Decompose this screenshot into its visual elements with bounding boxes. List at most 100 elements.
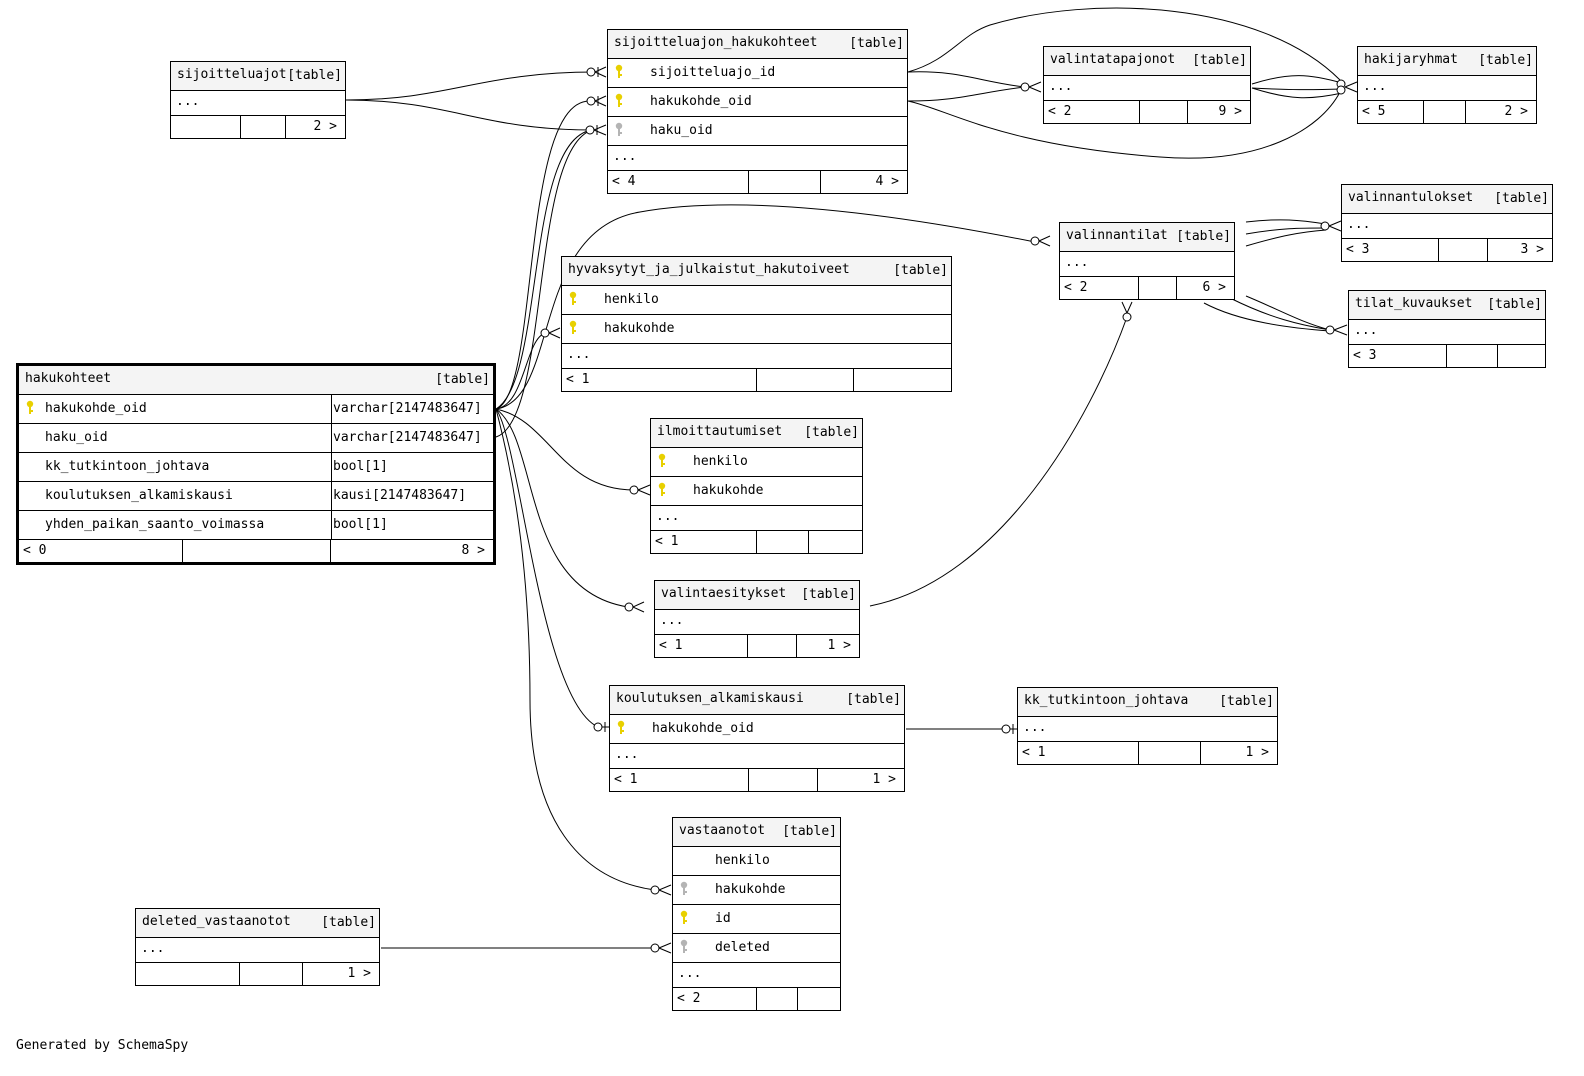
- column-name: hakukohde: [715, 882, 786, 897]
- table-hyvaksytyt-ja-julkaistut-hakutoiveet[interactable]: hyvaksytyt_ja_julkaistut_hakutoiveet[tab…: [561, 256, 952, 392]
- parent-count[interactable]: < 1: [566, 372, 590, 387]
- footer-divider: [182, 540, 183, 562]
- child-count[interactable]: 3 >: [1520, 242, 1544, 257]
- table-header: valintatapajonot[table]: [1044, 47, 1250, 76]
- column-name: haku_oid: [45, 430, 108, 445]
- column-row[interactable]: henkilo: [651, 448, 862, 477]
- parent-count[interactable]: < 2: [1048, 104, 1072, 119]
- footer-divider: [1187, 101, 1188, 123]
- parent-count[interactable]: < 1: [614, 772, 638, 787]
- child-count[interactable]: 4 >: [875, 174, 899, 189]
- table-header: kk_tutkintoon_johtava[table]: [1018, 688, 1277, 717]
- more-columns-text: ...: [141, 941, 165, 956]
- column-type: varchar[2147483647]: [333, 401, 482, 416]
- parent-count[interactable]: < 2: [1064, 280, 1088, 295]
- more-columns-text: ...: [176, 94, 200, 109]
- child-count[interactable]: 1 >: [827, 638, 851, 653]
- table-hakijaryhmat[interactable]: hakijaryhmat[table]... < 5 2 >: [1357, 46, 1537, 124]
- table-kind: [table]: [1192, 53, 1247, 68]
- child-count[interactable]: 2 >: [313, 119, 337, 134]
- footer-divider: [1497, 345, 1498, 367]
- more-columns-row: ...: [171, 91, 345, 116]
- generator-credit: Generated by SchemaSpy: [16, 1038, 189, 1053]
- more-columns-text: ...: [1023, 720, 1047, 735]
- primary-key-icon: [657, 482, 667, 498]
- child-count[interactable]: 9 >: [1218, 104, 1242, 119]
- child-count[interactable]: 2 >: [1504, 104, 1528, 119]
- child-count[interactable]: 8 >: [461, 543, 485, 558]
- parent-count[interactable]: < 2: [677, 991, 701, 1006]
- column-type: bool[1]: [333, 459, 388, 474]
- table-sijoitteluajot[interactable]: sijoitteluajot[table]...2 >: [170, 61, 346, 139]
- footer-divider: [1176, 277, 1177, 299]
- column-type: varchar[2147483647]: [333, 430, 482, 445]
- child-count[interactable]: 1 >: [872, 772, 896, 787]
- column-divider: [331, 453, 332, 481]
- footer-divider: [1139, 101, 1140, 123]
- table-kind: [table]: [1494, 191, 1549, 206]
- parent-count[interactable]: < 4: [612, 174, 636, 189]
- column-row[interactable]: hakukohde: [673, 876, 840, 905]
- column-divider: [331, 395, 332, 423]
- table-header: hakijaryhmat[table]: [1358, 47, 1536, 76]
- column-row[interactable]: hakukohde_oid: [608, 88, 907, 117]
- table-sijoitteluajon-hakukohteet[interactable]: sijoitteluajon_hakukohteet[table]sijoitt…: [607, 29, 908, 194]
- table-kk-tutkintoon-johtava[interactable]: kk_tutkintoon_johtava[table]... < 1 1 >: [1017, 687, 1278, 765]
- foreign-key-icon: [614, 122, 624, 138]
- primary-key-icon: [679, 910, 689, 926]
- footer-divider: [796, 635, 797, 657]
- column-name: yhden_paikan_saanto_voimassa: [45, 517, 265, 532]
- parent-count[interactable]: < 1: [1022, 745, 1046, 760]
- child-count[interactable]: 1 >: [347, 966, 371, 981]
- parent-count[interactable]: < 1: [655, 534, 679, 549]
- table-header: ilmoittautumiset[table]: [651, 419, 862, 448]
- column-row[interactable]: hakukohde_oid: [610, 715, 904, 744]
- table-header: sijoitteluajon_hakukohteet[table]: [608, 30, 907, 59]
- child-count[interactable]: 1 >: [1245, 745, 1269, 760]
- column-row[interactable]: haku_oid varchar[2147483647]: [19, 424, 493, 453]
- column-name: henkilo: [693, 454, 748, 469]
- parent-count[interactable]: < 3: [1346, 242, 1370, 257]
- child-count[interactable]: 6 >: [1202, 280, 1226, 295]
- primary-key-icon: [614, 93, 624, 109]
- column-row[interactable]: deleted: [673, 934, 840, 963]
- footer-divider: [817, 769, 818, 791]
- column-row[interactable]: haku_oid: [608, 117, 907, 146]
- parent-count[interactable]: < 3: [1353, 348, 1377, 363]
- parent-count[interactable]: < 0: [23, 543, 47, 558]
- table-footer: < 3 3 >: [1342, 239, 1552, 261]
- table-koulutuksen-alkamiskausi[interactable]: koulutuksen_alkamiskausi[table]hakukohde…: [609, 685, 905, 792]
- parent-count[interactable]: < 5: [1362, 104, 1386, 119]
- column-row[interactable]: hakukohde: [562, 315, 951, 344]
- primary-key-icon: [657, 453, 667, 469]
- column-row[interactable]: henkilo: [673, 847, 840, 876]
- more-columns-row: ...: [655, 610, 859, 635]
- more-columns-text: ...: [1363, 79, 1387, 94]
- column-row[interactable]: sijoitteluajo_id: [608, 59, 907, 88]
- column-name: henkilo: [715, 853, 770, 868]
- footer-divider: [1438, 239, 1439, 261]
- table-tilat-kuvaukset[interactable]: tilat_kuvaukset[table]...< 3: [1348, 290, 1546, 368]
- table-name: sijoitteluajon_hakukohteet: [614, 35, 818, 50]
- column-name: id: [715, 911, 731, 926]
- table-deleted-vastaanotot[interactable]: deleted_vastaanotot[table]...1 >: [135, 908, 380, 986]
- column-row[interactable]: henkilo: [562, 286, 951, 315]
- table-footer: < 1 1 >: [655, 635, 859, 657]
- footer-divider: [1465, 101, 1466, 123]
- column-row[interactable]: hakukohde: [651, 477, 862, 506]
- column-name: hakukohde: [604, 321, 675, 336]
- column-name: deleted: [715, 940, 770, 955]
- column-row[interactable]: id: [673, 905, 840, 934]
- parent-count[interactable]: < 1: [659, 638, 683, 653]
